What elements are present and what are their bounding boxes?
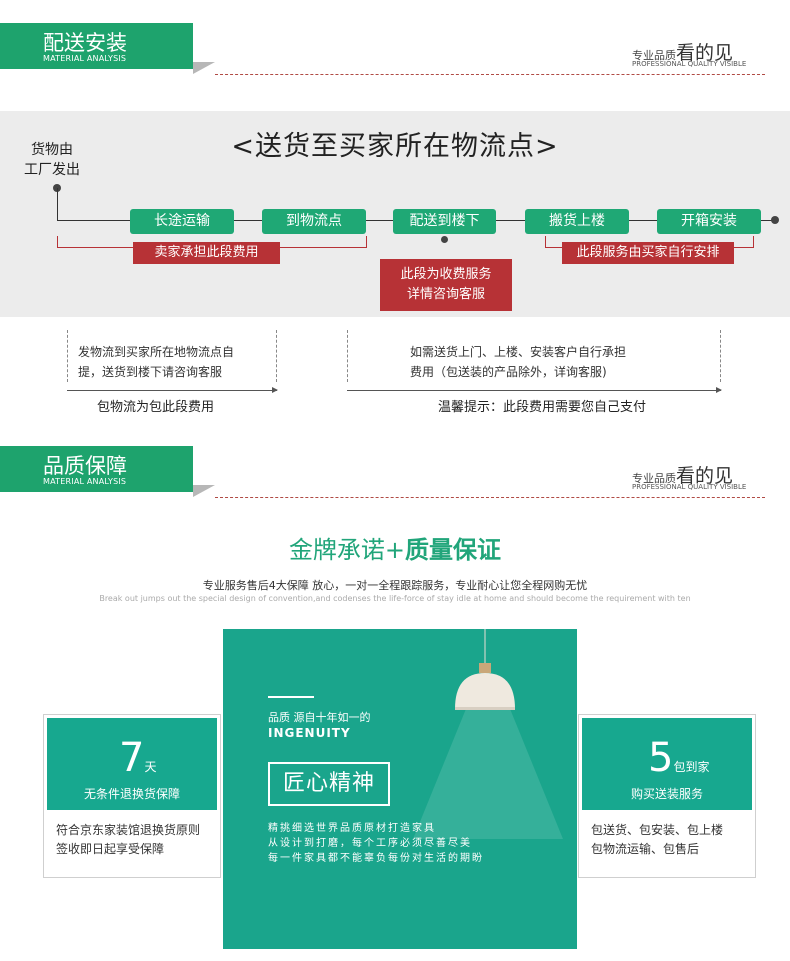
flow-end-dot bbox=[771, 216, 779, 224]
card-num: 5 bbox=[648, 735, 674, 781]
header-tail-decoration bbox=[193, 62, 215, 74]
seller-fee-label: 卖家承担此段费用 bbox=[133, 242, 280, 264]
label-big: 看的见 bbox=[676, 42, 734, 64]
accent-bar bbox=[268, 696, 314, 698]
quality-title-a: 金牌承诺+ bbox=[288, 536, 406, 564]
flow-start-line1: 货物由 bbox=[31, 142, 73, 158]
step-long-transport: 长途运输 bbox=[130, 209, 234, 234]
note-left-line1: 发物流到买家所在地物流点自 bbox=[78, 345, 235, 359]
label-en: PROFESSIONAL QUALITY VISIBLE bbox=[632, 60, 747, 68]
card-head: 5包到家 购买送装服务 bbox=[582, 718, 752, 810]
quality-visible-label: 专业品质看的见 PROFESSIONAL QUALITY VISIBLE bbox=[632, 38, 746, 68]
craftsman-spirit-box: 匠心精神 bbox=[268, 762, 390, 806]
section-title: 品质保障 bbox=[43, 454, 127, 478]
flow-start-label: 货物由 工厂发出 bbox=[24, 140, 80, 180]
quality-subtitle: 专业服务售后4大保障 放心，一对一全程跟踪服务，专业耐心让您全程网购无忧 bbox=[202, 579, 588, 592]
charged-line2: 详情咨询客服 bbox=[406, 287, 485, 302]
center-p1: 精挑细选世界品质原材打造家具 bbox=[268, 823, 436, 834]
section-subtitle: MATERIAL ANALYSIS bbox=[43, 477, 127, 486]
step-carry-upstairs: 搬货上楼 bbox=[525, 209, 629, 234]
note-right-text: 如需送货上门、上楼、安装客户自行承担 费用（包送装的产品除外，详询客服) bbox=[410, 342, 626, 382]
section-header-quality: 品质保障 MATERIAL ANALYSIS bbox=[0, 446, 193, 492]
card-7-day-return: 7天 无条件退换货保障 符合京东家装馆退换货原则 签收即日起享受保障 bbox=[43, 714, 221, 878]
label-en: PROFESSIONAL QUALITY VISIBLE bbox=[632, 483, 747, 491]
step-logistics-point: 到物流点 bbox=[262, 209, 366, 234]
charged-line1: 此段为收费服务 bbox=[400, 267, 492, 282]
card-unit: 包到家 bbox=[673, 760, 710, 774]
card-body: 符合京东家装馆退换货原则 签收即日起享受保障 bbox=[56, 821, 200, 859]
note-left-arrow bbox=[67, 387, 278, 393]
note-left-line2: 提，送货到楼下请咨询客服 bbox=[78, 365, 223, 379]
label-small: 专业品质 bbox=[632, 49, 676, 62]
note-right-caption: 温馨提示：此段费用需要您自己支付 bbox=[438, 400, 647, 415]
section-title: 配送安装 bbox=[43, 31, 127, 55]
card-caption: 购买送装服务 bbox=[630, 787, 703, 801]
section-header-delivery: 配送安装 MATERIAL ANALYSIS bbox=[0, 23, 193, 69]
charged-service-label: 此段为收费服务 详情咨询客服 bbox=[380, 259, 512, 311]
ingenuity-feature: 品质 源自十年如一的 INGENUITY 匠心精神 精挑细选世界品质原材打造家具… bbox=[223, 629, 577, 949]
center-line1: 品质 源自十年如一的 bbox=[268, 711, 371, 724]
quality-title: 金牌承诺+质量保证 bbox=[0, 530, 790, 565]
label-small: 专业品质 bbox=[632, 472, 676, 485]
section-subtitle: MATERIAL ANALYSIS bbox=[43, 54, 127, 63]
card-unit: 天 bbox=[144, 760, 157, 774]
note-right-line1: 如需送货上门、上楼、安装客户自行承担 bbox=[410, 345, 627, 359]
flow-title: <送货至买家所在物流点> bbox=[231, 131, 559, 162]
card-number: 7天 bbox=[119, 736, 156, 789]
note-left-divider-right bbox=[276, 330, 277, 382]
card-number: 5包到家 bbox=[648, 736, 709, 789]
note-right-divider bbox=[347, 330, 348, 382]
label-big: 看的见 bbox=[676, 465, 734, 487]
light-beam bbox=[413, 699, 563, 839]
note-right-arrow bbox=[347, 387, 722, 393]
card-line2: 包物流运输、包售后 bbox=[591, 842, 700, 856]
flow-vertical-line bbox=[57, 188, 58, 221]
note-left-divider bbox=[67, 330, 68, 382]
pendant-lamp-icon bbox=[455, 629, 515, 710]
flow-start-line2: 工厂发出 bbox=[24, 162, 80, 178]
center-p2: 从设计到打磨，每个工序必须尽善尽美 bbox=[268, 838, 472, 849]
card-5-delivery: 5包到家 购买送装服务 包送货、包安装、包上楼 包物流运输、包售后 bbox=[578, 714, 756, 878]
card-line1: 包送货、包安装、包上楼 bbox=[591, 823, 724, 837]
note-right-divider-right bbox=[720, 330, 721, 382]
charged-dot bbox=[441, 236, 448, 243]
buyer-arrange-label: 此段服务由买家自行安排 bbox=[562, 242, 734, 264]
step-unbox-install: 开箱安装 bbox=[657, 209, 761, 234]
header-divider bbox=[215, 74, 765, 75]
note-left-caption: 包物流为包此段费用 bbox=[97, 400, 215, 415]
card-num: 7 bbox=[119, 735, 145, 781]
header-divider bbox=[215, 497, 765, 498]
step-deliver-downstairs: 配送到楼下 bbox=[393, 209, 496, 234]
quality-english: Break out jumps out the special design o… bbox=[99, 594, 691, 603]
note-right-line2: 费用（包送装的产品除外，详询客服) bbox=[410, 365, 607, 379]
card-body: 包送货、包安装、包上楼 包物流运输、包售后 bbox=[591, 821, 723, 859]
note-left-text: 发物流到买家所在地物流点自 提，送货到楼下请咨询客服 bbox=[78, 342, 234, 382]
quality-visible-label: 专业品质看的见 PROFESSIONAL QUALITY VISIBLE bbox=[632, 461, 746, 491]
card-line1: 符合京东家装馆退换货原则 bbox=[56, 823, 201, 837]
card-caption: 无条件退换货保障 bbox=[83, 787, 180, 801]
card-line2: 签收即日起享受保障 bbox=[56, 842, 165, 856]
center-p3: 每一件家具都不能辜负每份对生活的期盼 bbox=[268, 853, 484, 864]
quality-title-b: 质量保证 bbox=[405, 536, 502, 564]
center-line2: INGENUITY bbox=[268, 726, 351, 740]
header-tail-decoration bbox=[193, 485, 215, 497]
card-head: 7天 无条件退换货保障 bbox=[47, 718, 217, 810]
